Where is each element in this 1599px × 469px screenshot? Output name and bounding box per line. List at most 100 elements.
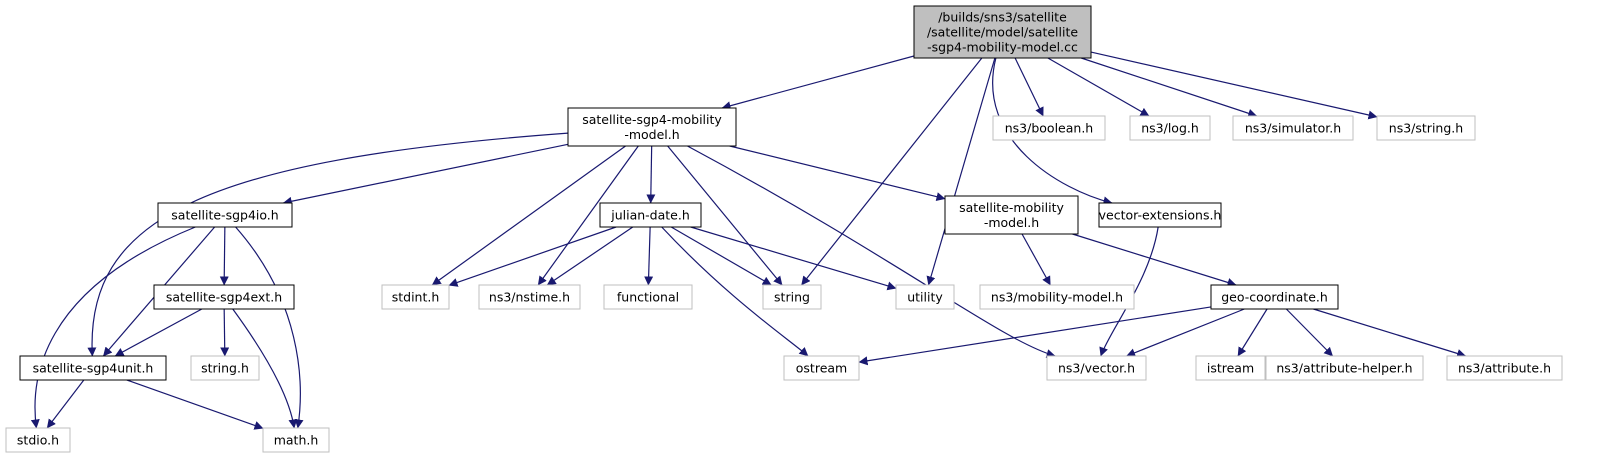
node-label-line: satellite-sgp4-mobility [582,112,722,127]
node-geo-coordinate[interactable]: geo-coordinate.h [1210,284,1339,310]
node-label-line: ns3/nstime.h [489,290,570,305]
node-vector-extensions[interactable]: vector-extensions.h [1098,202,1222,228]
node-label-line: ns3/boolean.h [1005,121,1093,136]
edge-sgp4unit-to-stdio [46,379,85,429]
node-box [1446,355,1563,381]
node-box [478,284,581,310]
node-box [1210,284,1339,310]
node-label-line: satellite-sgp4ext.h [166,290,282,305]
node-label-line: istream [1207,361,1254,376]
node-ns3-attribute: ns3/attribute.h [1446,355,1563,381]
node-functional: functional [603,284,693,310]
node-string-h: string.h [190,355,260,381]
node-math: math.h [262,427,330,453]
edge-sgp4_mobility_model_h-to-ns3_vector [687,145,1056,358]
node-box [1129,115,1211,141]
node-box [1376,115,1476,141]
node-box [895,284,955,310]
node-box [783,355,860,381]
node-label-line: ns3/vector.h [1058,361,1135,376]
node-label-line: satellite-sgp4io.h [171,208,278,223]
node-label-line: julian-date.h [610,208,690,223]
node-ns3-vector: ns3/vector.h [1046,355,1147,381]
nodes-layer: /builds/sns3/satellite/satellite/model/s… [5,5,1563,453]
node-label-line: satellite-mobility [959,200,1064,215]
node-label-line: ostream [796,361,847,376]
node-sgp4ext[interactable]: satellite-sgp4ext.h [153,284,295,310]
node-ns3-mobility-model: ns3/mobility-model.h [979,284,1135,310]
edge-sgp4ext-to-string_h [220,308,230,357]
edge-sgp4io-to-stdio [30,226,196,429]
node-mobility-model-h[interactable]: satellite-mobility-model.h [944,195,1079,235]
node-sgp4io[interactable]: satellite-sgp4io.h [157,202,293,228]
edge-root-to-ns3_boolean [1014,57,1044,117]
node-box [153,284,295,310]
node-label-line: ns3/simulator.h [1245,121,1341,136]
edge-mobility_model_h-to-geo_coordinate [1072,233,1237,287]
node-ostream: ostream [783,355,860,381]
node-box [603,284,693,310]
node-sgp4-mobility-model-h[interactable]: satellite-sgp4-mobility-model.h [567,107,737,147]
edge-root-to-vector_extensions [992,57,1113,206]
node-box [1098,202,1222,228]
edge-root-to-utility [926,57,996,286]
edge-sgp4unit-to-math [126,379,264,430]
node-label-line: functional [617,290,679,305]
node-box [190,355,260,381]
edge-root-to-ns3_simulator [1080,57,1258,118]
node-stdint: stdint.h [381,284,450,310]
edge-sgp4_mobility_model_h-to-sgp4unit [87,132,569,357]
node-box [1195,355,1266,381]
node-label-line: /satellite/model/satellite [927,25,1078,40]
edge-sgp4_mobility_model_h-to-stdint [431,145,626,286]
node-box [5,427,71,453]
edge-julian_date-to-utility [690,226,897,291]
edge-sgp4ext-to-math [232,308,298,429]
edge-root-to-string [801,57,983,286]
node-julian-date[interactable]: julian-date.h [599,202,702,228]
node-label-line: math.h [274,433,319,448]
node-string: string [762,284,822,310]
edge-geo_coordinate-to-ns3_vector [1126,308,1245,358]
edge-root-to-ns3_log [1047,57,1150,117]
node-label-line: /builds/sns3/satellite [938,10,1067,25]
edge-geo_coordinate-to-ns3_attribute [1313,308,1467,358]
node-sgp4unit[interactable]: satellite-sgp4unit.h [19,355,167,381]
node-box [262,427,330,453]
node-istream: istream [1195,355,1266,381]
edge-sgp4io-to-math [235,226,304,429]
node-box [157,202,293,228]
node-label-line: satellite-sgp4unit.h [33,361,154,376]
node-box [1265,355,1424,381]
edge-sgp4_mobility_model_h-to-ns3_nstime [537,145,639,286]
node-box [944,195,1079,235]
node-ns3-boolean: ns3/boolean.h [992,115,1106,141]
edge-sgp4_mobility_model_h-to-sgp4io [282,143,569,206]
node-ns3-attribute-helper: ns3/attribute-helper.h [1265,355,1424,381]
node-label-line: ns3/mobility-model.h [991,290,1123,305]
node-box [19,355,167,381]
node-ns3-string: ns3/string.h [1376,115,1476,141]
edge-geo_coordinate-to-istream [1237,308,1268,357]
node-root[interactable]: /builds/sns3/satellite/satellite/model/s… [913,5,1092,59]
edge-julian_date-to-functional [644,226,654,286]
node-label-line: stdio.h [17,433,59,448]
edge-root-to-ns3_string [1090,51,1378,120]
node-box [762,284,822,310]
node-utility: utility [895,284,955,310]
node-label-line: string [774,290,810,305]
node-ns3-simulator: ns3/simulator.h [1232,115,1354,141]
edge-mobility_model_h-to-ns3_mobility_model [1021,233,1051,286]
node-box [599,202,702,228]
edge-sgp4ext-to-sgp4unit [114,308,203,357]
node-label-line: geo-coordinate.h [1221,290,1328,305]
node-box [913,5,1092,59]
node-label-line: ns3/log.h [1141,121,1199,136]
node-label-line: stdint.h [392,290,440,305]
edge-sgp4io-to-sgp4ext [219,226,229,286]
edge-geo_coordinate-to-ns3_attribute_helper [1285,308,1334,357]
node-box [1232,115,1354,141]
node-label-line: utility [907,290,943,305]
edge-julian_date-to-string [670,226,772,286]
node-label-line: -sgp4-mobility-model.cc [927,40,1078,55]
